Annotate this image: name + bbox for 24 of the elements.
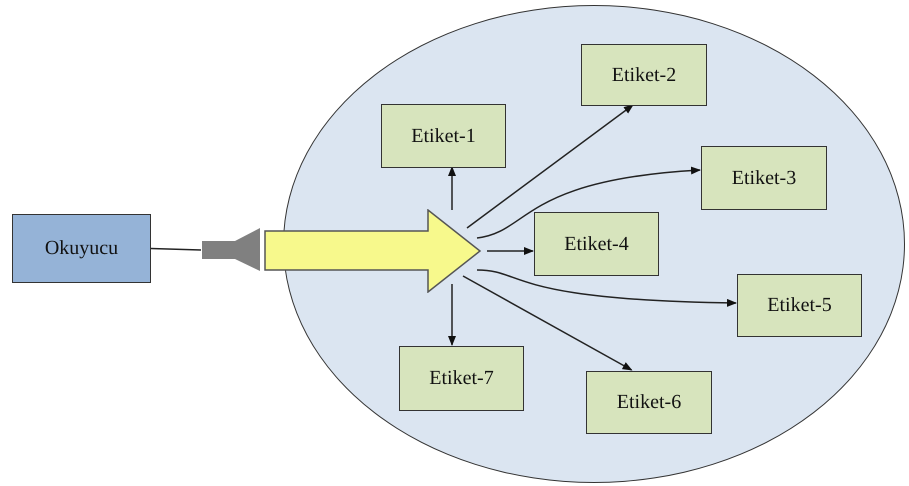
- tag-box: [381, 104, 506, 168]
- arrow: [448, 166, 456, 210]
- node-label: Etiket-7: [429, 367, 494, 390]
- tag-box: [581, 44, 707, 106]
- reader-box: [12, 214, 151, 283]
- tag-box: [701, 146, 827, 210]
- node-label: Etiket-1: [411, 124, 476, 148]
- arrow: [448, 284, 456, 346]
- tag-box: [534, 212, 659, 276]
- arrow: [466, 104, 634, 229]
- tag-box: [586, 371, 712, 434]
- node-label: Okuyucu: [44, 237, 118, 260]
- node-label: Etiket-2: [612, 64, 676, 86]
- node-label: Etiket-4: [564, 232, 629, 256]
- connector-line: [150, 248, 202, 251]
- node-label: Etiket-3: [732, 166, 796, 190]
- arrow: [476, 269, 737, 307]
- node-label: Etiket-6: [616, 391, 682, 414]
- arrow: [476, 166, 701, 239]
- arrow: [462, 275, 632, 371]
- tag-box: [737, 274, 862, 337]
- arrow: [487, 247, 534, 255]
- node-label: Etiket-5: [767, 294, 832, 317]
- tag-box: [399, 346, 524, 411]
